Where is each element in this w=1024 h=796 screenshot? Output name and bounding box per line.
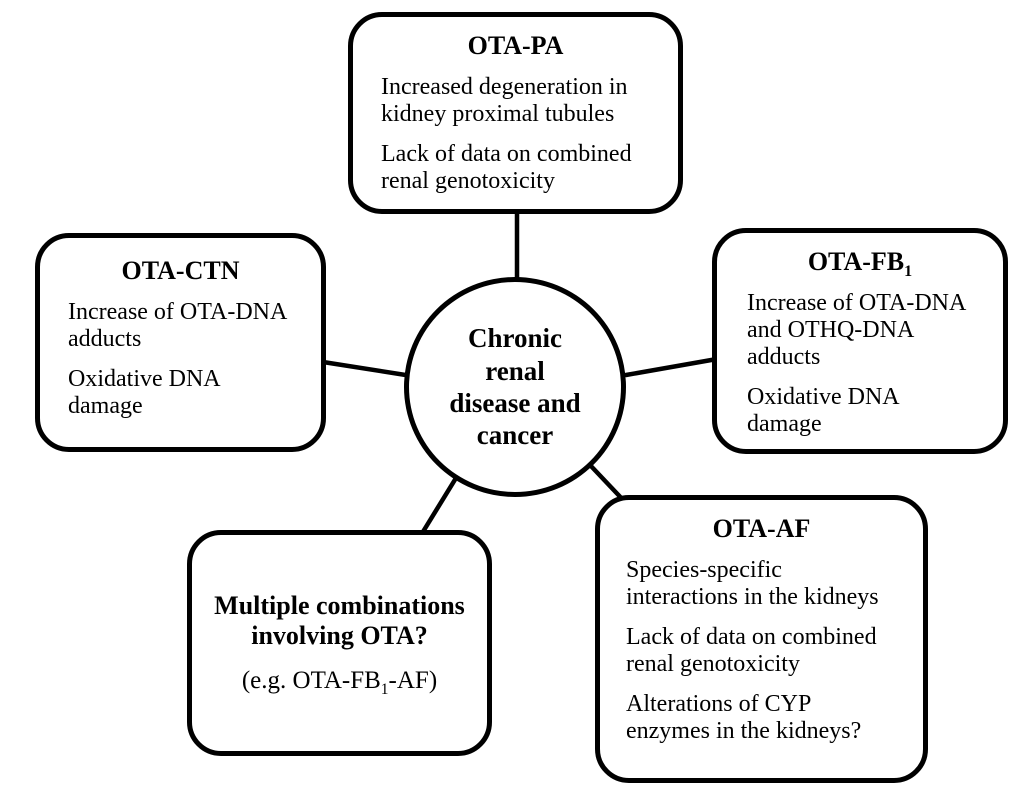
node-ota-fb1-title-subscript: 1 bbox=[904, 263, 913, 281]
node-ota-ctn: OTA-CTN Increase of OTA-DNA adducts Oxid… bbox=[35, 233, 326, 452]
node-ota-ctn-point-2: Oxidative DNA damage bbox=[68, 366, 220, 420]
example-prefix: (e.g. OTA-FB bbox=[241, 666, 381, 694]
node-ota-fb1-title-text: OTA-FB bbox=[807, 247, 905, 276]
node-ota-af-point-3: Alterations of CYP enzymes in the kidney… bbox=[626, 691, 862, 745]
node-ota-af-point-2: Lack of data on combined renal genotoxic… bbox=[626, 624, 877, 678]
node-ota-fb1: OTA-FB1 Increase of OTA-DNA and OTHQ-DNA… bbox=[712, 228, 1008, 454]
node-ota-pa-title: OTA-PA bbox=[467, 31, 564, 60]
connector-right bbox=[623, 356, 720, 378]
connector-left bbox=[320, 359, 415, 379]
hub-label: Chronic renal disease and cancer bbox=[449, 323, 581, 451]
node-ota-fb1-point-2: Oxidative DNA damage bbox=[747, 384, 899, 438]
connector-bottom-left bbox=[418, 475, 459, 538]
node-ota-pa-point-2: Lack of data on combined renal genotoxic… bbox=[381, 141, 632, 195]
node-multiple-combinations-title: Multiple combinations involving OTA? bbox=[214, 590, 465, 650]
node-ota-pa-point-1: Increased degeneration in kidney proxima… bbox=[381, 73, 628, 127]
hub-circle: Chronic renal disease and cancer bbox=[404, 277, 626, 497]
node-ota-pa: OTA-PA Increased degeneration in kidney … bbox=[348, 12, 683, 214]
node-ota-ctn-point-1: Increase of OTA-DNA adducts bbox=[68, 298, 286, 352]
example-suffix: -AF) bbox=[388, 666, 438, 694]
node-ota-af-title: OTA-AF bbox=[712, 514, 811, 543]
node-multiple-combinations: Multiple combinations involving OTA? (e.… bbox=[187, 530, 492, 756]
node-ota-af-point-1: Species-specific interactions in the kid… bbox=[626, 556, 879, 610]
node-ota-af: OTA-AF Species-specific interactions in … bbox=[595, 495, 928, 783]
node-multiple-combinations-example: (e.g. OTA-FB1-AF) bbox=[212, 666, 467, 698]
node-ota-fb1-point-1: Increase of OTA-DNA and OTHQ-DNA adducts bbox=[747, 289, 965, 371]
node-ota-ctn-title: OTA-CTN bbox=[121, 256, 240, 285]
example-subscript: 1 bbox=[380, 680, 389, 698]
node-ota-fb1-title: OTA-FB1 bbox=[747, 247, 973, 281]
